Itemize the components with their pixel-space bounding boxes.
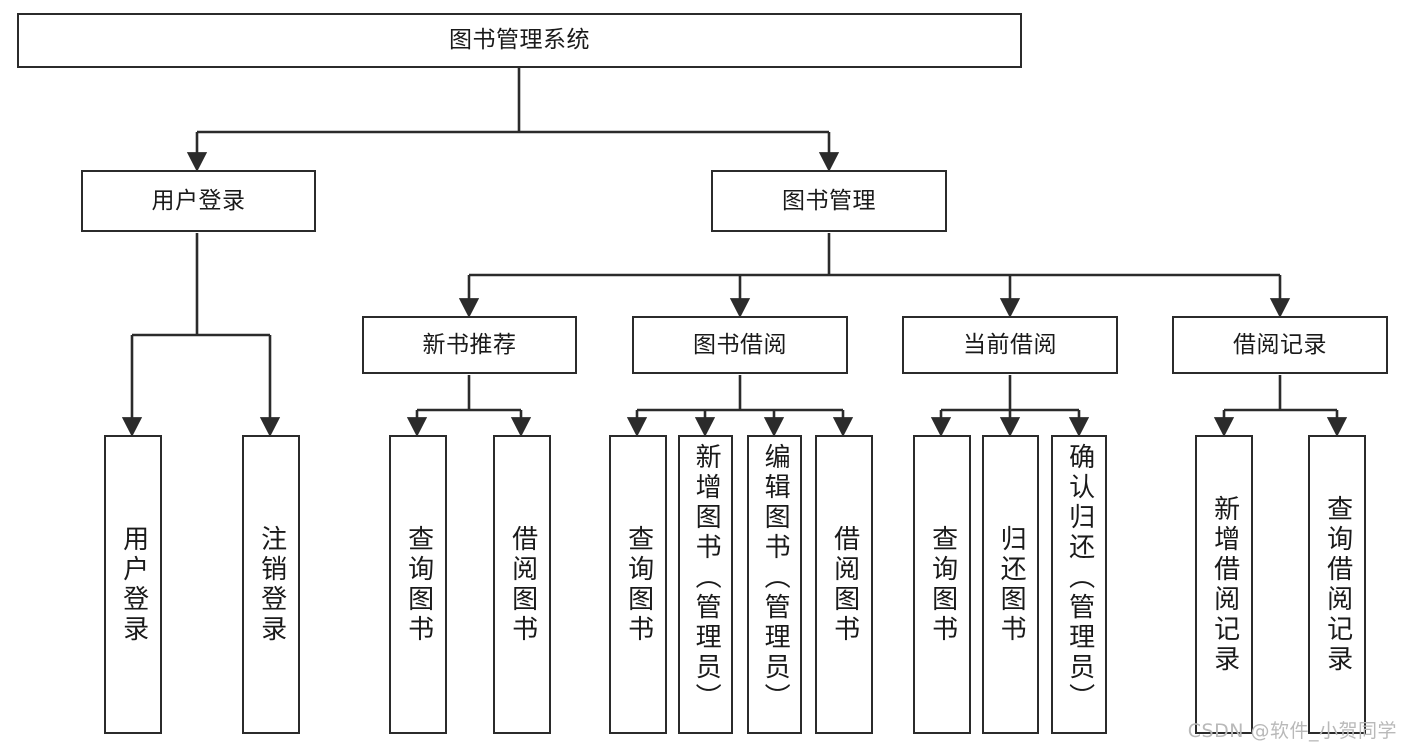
watermark: CSDN @软件_小贺同学	[1187, 720, 1397, 742]
leaf-edit-book-admin[interactable]: 编辑图书（管理员）	[747, 435, 802, 734]
node-book-borrow[interactable]: 图书借阅	[632, 316, 848, 374]
node-label: 注销登录	[256, 524, 287, 645]
node-label: 归还图书	[996, 524, 1027, 645]
node-label: 用户登录	[151, 187, 246, 214]
node-label: 借阅记录	[1233, 331, 1327, 358]
node-user-login[interactable]: 用户登录	[81, 170, 316, 232]
node-label: 查询图书	[623, 524, 654, 645]
node-label: 用户登录	[118, 524, 149, 645]
node-label: 新增借阅记录	[1209, 494, 1240, 675]
node-label: 新增图书（管理员）	[691, 443, 722, 713]
node-label: 图书管理	[782, 187, 876, 214]
node-label: 当前借阅	[963, 331, 1057, 358]
leaf-confirm-return-admin[interactable]: 确认归还（管理员）	[1051, 435, 1107, 734]
node-label: 借阅图书	[507, 524, 538, 645]
leaf-query-book-borrow[interactable]: 查询图书	[609, 435, 667, 734]
node-current-borrow[interactable]: 当前借阅	[902, 316, 1118, 374]
node-label: 确认归还（管理员）	[1064, 443, 1095, 713]
leaf-add-book-admin[interactable]: 新增图书（管理员）	[678, 435, 733, 734]
leaf-borrow-book[interactable]: 借阅图书	[815, 435, 873, 734]
node-label: 新书推荐	[422, 331, 517, 358]
node-root-system[interactable]: 图书管理系统	[17, 13, 1022, 68]
leaf-user-login[interactable]: 用户登录	[104, 435, 162, 734]
node-label: 图书借阅	[693, 331, 787, 358]
node-label: 借阅图书	[829, 524, 860, 645]
node-new-book-recommend[interactable]: 新书推荐	[362, 316, 577, 374]
leaf-query-borrow-record[interactable]: 查询借阅记录	[1308, 435, 1366, 734]
node-label: 查询图书	[927, 524, 958, 645]
leaf-add-borrow-record[interactable]: 新增借阅记录	[1195, 435, 1253, 734]
node-label: 图书管理系统	[449, 27, 590, 54]
leaf-query-book-current[interactable]: 查询图书	[913, 435, 971, 734]
leaf-query-book-recommend[interactable]: 查询图书	[389, 435, 447, 734]
node-label: 编辑图书（管理员）	[760, 443, 791, 713]
node-label: 查询图书	[403, 524, 434, 645]
leaf-logout[interactable]: 注销登录	[242, 435, 300, 734]
node-label: 查询借阅记录	[1322, 494, 1353, 675]
leaf-borrow-book-recommend[interactable]: 借阅图书	[493, 435, 551, 734]
node-borrow-record[interactable]: 借阅记录	[1172, 316, 1388, 374]
node-book-management[interactable]: 图书管理	[711, 170, 947, 232]
leaf-return-book[interactable]: 归还图书	[982, 435, 1039, 734]
